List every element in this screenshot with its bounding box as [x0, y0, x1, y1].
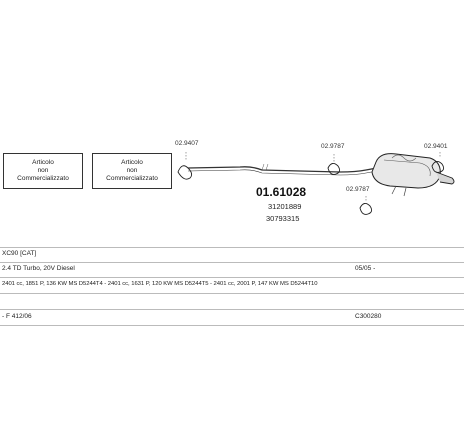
clamp-left-label: 02.9407	[175, 140, 199, 147]
not-sold-box-right: Articolo non Commercializzato	[92, 153, 172, 189]
hanger-low-icon	[359, 196, 373, 215]
row-divider	[0, 293, 464, 294]
not-sold-box-left: Articolo non Commercializzato	[3, 153, 83, 189]
hanger-mid-icon	[327, 154, 341, 175]
hanger-right-icon	[431, 152, 445, 173]
row-divider	[0, 262, 464, 263]
kit-code: C300280	[355, 313, 382, 320]
hanger-mid-label: 02.9787	[321, 143, 345, 150]
exhaust-pipe-icon	[187, 163, 389, 176]
oem-number-1: 31201889	[268, 202, 302, 211]
hanger-right-label: 02.9401	[424, 143, 448, 150]
date-from: 05/05 -	[355, 265, 376, 272]
box-left-line3: Commercializzato	[17, 175, 69, 182]
box-right-line3: Commercializzato	[106, 175, 158, 182]
rear-muffler-icon	[371, 153, 455, 197]
exhaust-diagram	[177, 152, 455, 215]
row-divider	[0, 247, 464, 248]
vehicle-engine: 2.4 TD Turbo, 20V Diesel	[2, 265, 75, 272]
box-left-line1: Articolo	[32, 159, 54, 166]
validity-text: - F 412/06	[2, 313, 32, 320]
engine-variants: 2401 cc, 1851 P, 136 KW MS D5244T4 - 240…	[2, 281, 318, 287]
hanger-low-label: 02.9787	[346, 186, 370, 193]
clamp-left-icon	[177, 152, 193, 180]
box-right-line2: non	[126, 167, 138, 174]
row-divider	[0, 309, 464, 310]
row-divider	[0, 277, 464, 278]
box-left-line2: non	[37, 167, 49, 174]
vehicle-model: XC90 [CAT]	[2, 250, 37, 257]
box-right-line1: Articolo	[121, 159, 143, 166]
row-divider	[0, 325, 464, 326]
main-part-number: 01.61028	[256, 185, 307, 199]
oem-number-2: 30793315	[266, 214, 300, 223]
